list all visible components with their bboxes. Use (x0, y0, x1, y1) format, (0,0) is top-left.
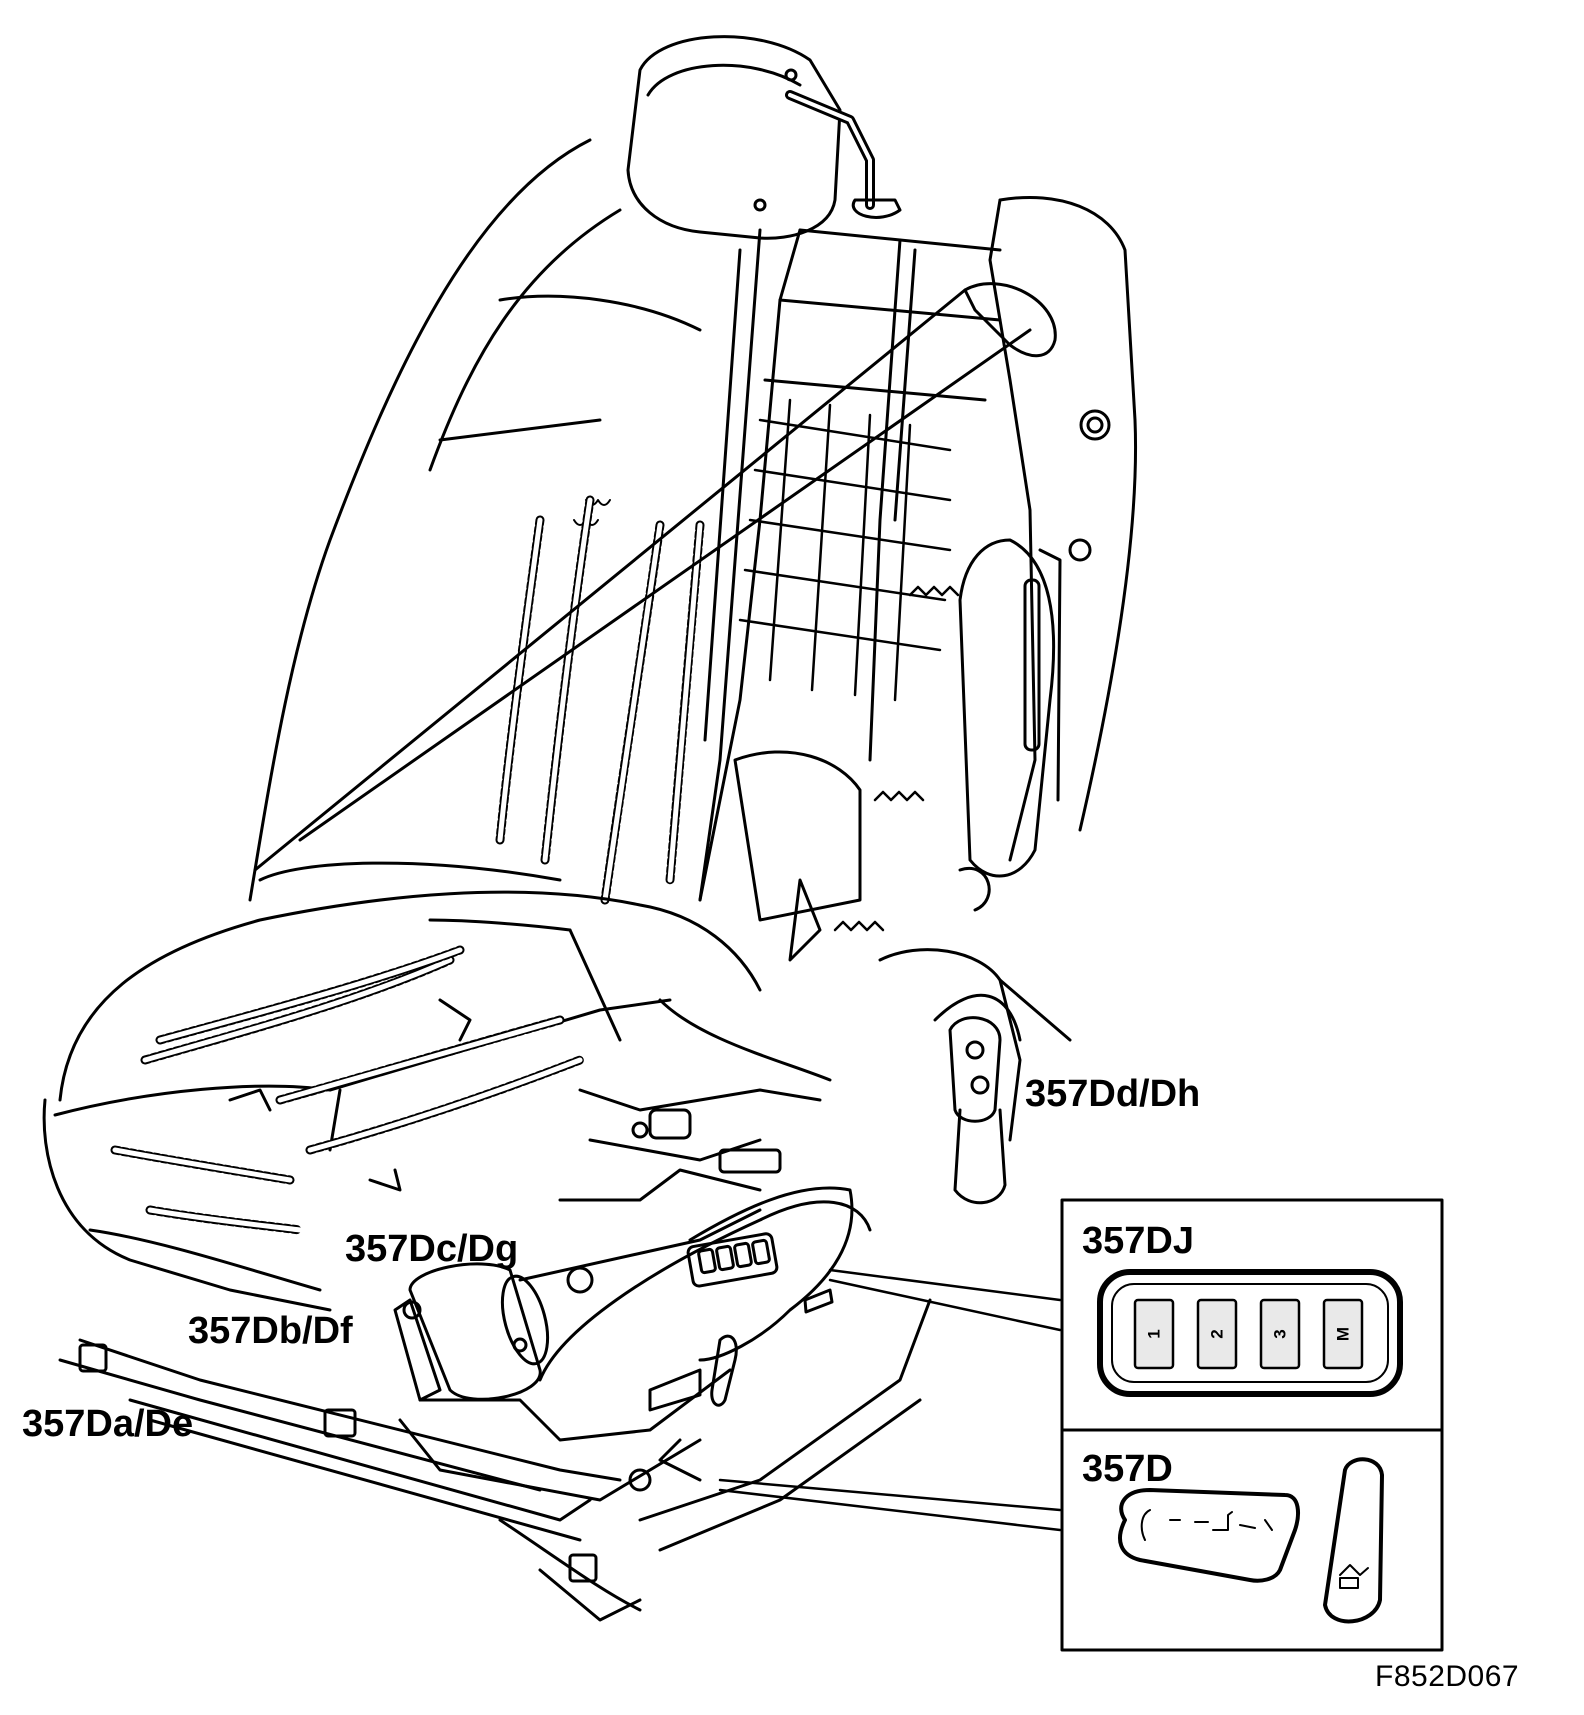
memory-button-face (1196, 1298, 1238, 1370)
memory-button-m: M (1322, 1298, 1364, 1370)
inset-switch-title: 357D (1082, 1448, 1173, 1490)
memory-button-label: 3 (1271, 1329, 1290, 1338)
callout-357dd-dh: 357Dd/Dh (1025, 1073, 1201, 1115)
figure-code: F852D067 (1375, 1660, 1520, 1693)
callout-357db-df: 357Db/Df (188, 1310, 353, 1352)
inset-switch-panel (1060, 1428, 1444, 1652)
memory-button-label: 1 (1145, 1329, 1164, 1338)
memory-button-face (1322, 1298, 1364, 1370)
seat-cushion (42, 890, 832, 1312)
memory-button-row: 1 2 3 M (1133, 1298, 1364, 1370)
memory-button-1: 1 (1133, 1298, 1175, 1370)
seat-position-switch (1118, 1488, 1300, 1583)
lumbar-grid (738, 398, 952, 702)
memory-button-face (1133, 1298, 1175, 1370)
leader-lines (718, 1268, 1062, 1532)
heating-elements-back (495, 495, 705, 905)
memory-button-label: M (1334, 1327, 1353, 1341)
memory-button-3: 3 (1259, 1298, 1301, 1370)
seat-base-frame (58, 948, 1072, 1622)
inset-memory-panel: 1 2 3 M (1060, 1198, 1444, 1432)
callout-357dc-dg: 357Dc/Dg (345, 1228, 519, 1270)
seat-belt-lines (253, 288, 1032, 882)
lumbar-switch (1323, 1457, 1384, 1624)
heating-elements-cushion (110, 945, 585, 1235)
headrest (626, 35, 902, 240)
memory-button-label: 2 (1208, 1329, 1227, 1338)
memory-button-face (1259, 1298, 1301, 1370)
inset-memory-title: 357DJ (1082, 1220, 1194, 1262)
seatback (248, 138, 1138, 962)
memory-button-2: 2 (1196, 1298, 1238, 1370)
callout-357da-de: 357Da/De (22, 1403, 194, 1445)
